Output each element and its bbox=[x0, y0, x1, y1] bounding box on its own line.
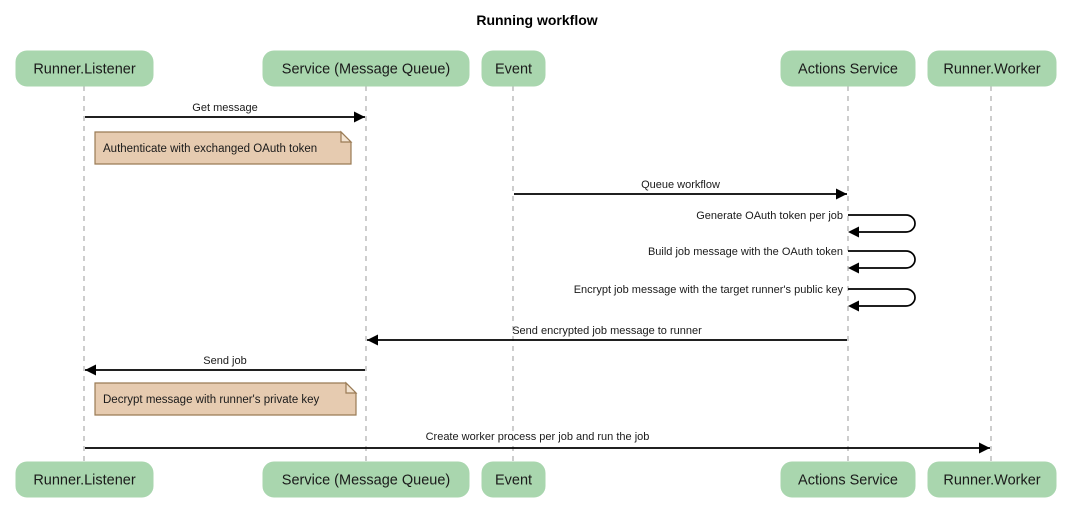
message-label: Queue workflow bbox=[641, 179, 720, 191]
participant-box bbox=[780, 461, 916, 498]
message-build-job-message[interactable]: Build job message with the OAuth token bbox=[648, 246, 916, 274]
message-loop-path bbox=[848, 250, 916, 269]
message-send-encrypted-job-message[interactable]: Send encrypted job message to runner bbox=[367, 325, 847, 346]
participant-box bbox=[262, 50, 470, 87]
message-label: Build job message with the OAuth token bbox=[648, 246, 843, 258]
participant-box bbox=[927, 461, 1057, 498]
message-label: Send job bbox=[203, 355, 246, 367]
participant-box bbox=[481, 50, 546, 87]
participant-label: Event bbox=[495, 472, 532, 488]
arrow-head bbox=[848, 300, 859, 312]
participant-box bbox=[927, 50, 1057, 87]
participant-footer-runner-listener[interactable]: Runner.Listener bbox=[15, 461, 154, 498]
arrow-head bbox=[85, 364, 96, 376]
note-fold-corner-icon bbox=[340, 130, 353, 143]
note-label: Authenticate with exchanged OAuth token bbox=[103, 143, 317, 155]
note-label: Decrypt message with runner's private ke… bbox=[103, 394, 320, 406]
participant-label: Runner.Listener bbox=[33, 61, 136, 77]
participant-header-event[interactable]: Event bbox=[481, 50, 546, 87]
message-label: Generate OAuth token per job bbox=[696, 210, 843, 222]
message-label: Create worker process per job and run th… bbox=[426, 431, 650, 443]
note-fold-corner-icon bbox=[345, 381, 358, 394]
note-authenticate: Authenticate with exchanged OAuth token bbox=[94, 130, 353, 165]
note-body bbox=[94, 131, 352, 165]
arrow-head bbox=[354, 111, 365, 123]
participant-box bbox=[262, 461, 470, 498]
participant-footer-actions-service[interactable]: Actions Service bbox=[780, 461, 916, 498]
participant-box bbox=[15, 461, 154, 498]
participant-header-runner-worker[interactable]: Runner.Worker bbox=[927, 50, 1057, 87]
arrow-head bbox=[367, 334, 378, 346]
participant-label: Runner.Listener bbox=[33, 472, 136, 488]
message-label: Encrypt job message with the target runn… bbox=[574, 284, 844, 296]
participant-label: Service (Message Queue) bbox=[282, 61, 450, 77]
lifelines-layer bbox=[83, 86, 992, 462]
message-label: Get message bbox=[192, 102, 257, 114]
note-decrypt: Decrypt message with runner's private ke… bbox=[94, 381, 358, 416]
message-label: Send encrypted job message to runner bbox=[512, 325, 702, 337]
participant-footer-runner-worker[interactable]: Runner.Worker bbox=[927, 461, 1057, 498]
participant-label: Event bbox=[495, 61, 532, 77]
arrow-head bbox=[848, 262, 859, 274]
message-generate-oauth-token[interactable]: Generate OAuth token per job bbox=[696, 210, 916, 238]
message-queue-workflow[interactable]: Queue workflow bbox=[514, 179, 847, 200]
participant-box bbox=[15, 50, 154, 87]
participant-label: Runner.Worker bbox=[943, 61, 1040, 77]
message-encrypt-job-message[interactable]: Encrypt job message with the target runn… bbox=[574, 284, 916, 312]
arrow-head bbox=[979, 442, 990, 454]
participant-header-service-queue[interactable]: Service (Message Queue) bbox=[262, 50, 470, 87]
participant-label: Actions Service bbox=[798, 472, 898, 488]
participant-label: Service (Message Queue) bbox=[282, 472, 450, 488]
arrow-head bbox=[836, 188, 847, 200]
page-title: Running workflow bbox=[476, 12, 597, 28]
participant-header-runner-listener[interactable]: Runner.Listener bbox=[15, 50, 154, 87]
message-loop-path bbox=[848, 214, 916, 233]
message-loop-path bbox=[848, 288, 916, 307]
participant-box bbox=[780, 50, 916, 87]
participant-header-actions-service[interactable]: Actions Service bbox=[780, 50, 916, 87]
note-body bbox=[94, 382, 357, 416]
message-send-job[interactable]: Send job bbox=[85, 355, 365, 376]
participant-box bbox=[481, 461, 546, 498]
message-get-message[interactable]: Get message bbox=[85, 102, 365, 123]
participant-label: Runner.Worker bbox=[943, 472, 1040, 488]
notes-layer: Authenticate with exchanged OAuth tokenD… bbox=[94, 130, 358, 416]
participant-label: Actions Service bbox=[798, 61, 898, 77]
participant-footer-service-queue[interactable]: Service (Message Queue) bbox=[262, 461, 470, 498]
participant-footer-event[interactable]: Event bbox=[481, 461, 546, 498]
arrow-head bbox=[848, 226, 859, 238]
message-create-worker-process[interactable]: Create worker process per job and run th… bbox=[85, 431, 990, 454]
